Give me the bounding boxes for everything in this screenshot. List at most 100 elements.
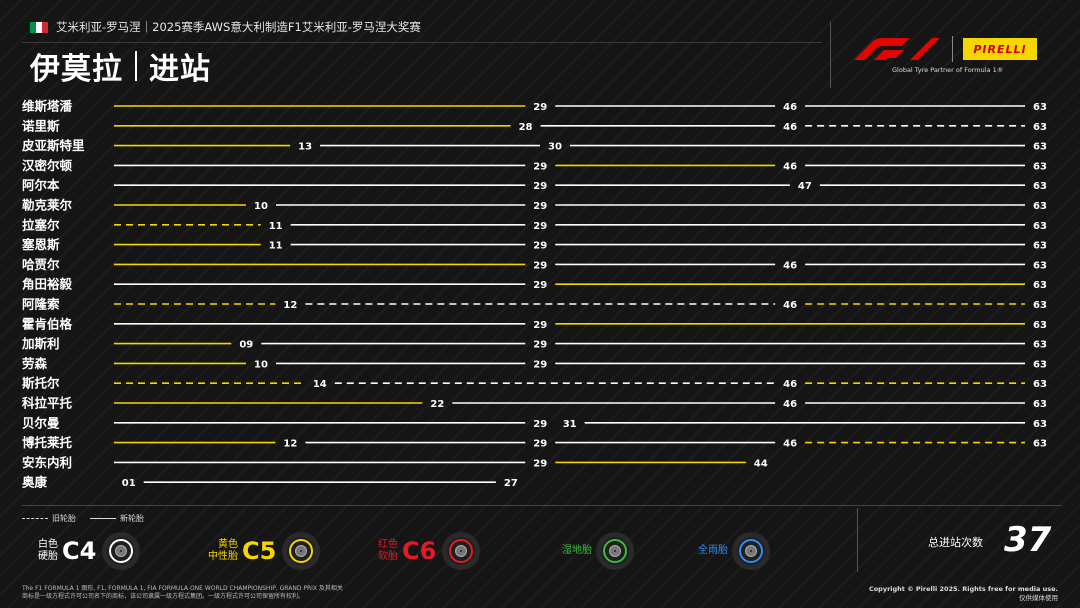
tyre-band xyxy=(603,539,627,563)
summary-divider xyxy=(857,508,858,572)
total-stops-value: 37 xyxy=(1004,520,1052,560)
footer-copyright-line1: Copyright © Pirelli 2025. Rights free fo… xyxy=(868,585,1058,593)
pit-lap-label: 29 xyxy=(533,359,547,370)
compound-code: C6 xyxy=(402,537,437,565)
driver-name: 皮亚斯特里 xyxy=(21,138,85,153)
yellow-tyre-icon xyxy=(282,532,321,570)
f1-logo-icon xyxy=(854,38,940,60)
pit-lap-label: 28 xyxy=(519,122,533,133)
pit-lap-label: 10 xyxy=(254,359,268,370)
driver-name: 博托莱托 xyxy=(22,435,73,450)
new-tyre-line-sample xyxy=(90,518,116,519)
pit-lap-label: 46 xyxy=(783,161,797,172)
pit-lap-label: 63 xyxy=(1033,439,1047,450)
pit-lap-label: 29 xyxy=(533,439,547,450)
pit-lap-label: 63 xyxy=(1033,122,1047,133)
pit-lap-label: 29 xyxy=(533,280,547,291)
pit-lap-label: 63 xyxy=(1033,260,1047,271)
driver-name: 勒克莱尔 xyxy=(22,198,73,213)
pit-lap-label: 47 xyxy=(798,181,812,192)
driver-name: 角田裕毅 xyxy=(22,277,73,292)
flag-stripe-red xyxy=(42,21,48,33)
pit-lap-label: 63 xyxy=(1033,161,1047,172)
legend-divider xyxy=(22,505,1062,506)
driver-name: 斯托尔 xyxy=(22,376,60,391)
driver-name: 贝尔曼 xyxy=(22,415,60,430)
footer-copyright: Copyright © Pirelli 2025. Rights free fo… xyxy=(869,585,1058,603)
pit-lap-label: 31 xyxy=(563,419,577,430)
compound-name: 黄色中性胎 xyxy=(208,539,238,563)
driver-name: 诺里斯 xyxy=(22,118,60,133)
flag-stripe-white xyxy=(36,21,42,33)
pit-lap-label: 29 xyxy=(533,260,547,271)
title-location: 伊莫拉 xyxy=(30,52,123,87)
pit-lap-label: 12 xyxy=(283,439,297,450)
compound-color-name: 红色 xyxy=(378,539,398,550)
footer-trademark-line1: The F1 FORMULA 1 图形, F1, FORMULA 1, FIA … xyxy=(22,585,343,592)
driver-name: 汉密尔顿 xyxy=(22,158,73,173)
pit-lap-label: 46 xyxy=(783,122,797,133)
compound-name: 红色软胎 xyxy=(378,539,398,563)
pit-lap-label: 11 xyxy=(269,241,283,252)
driver-name: 安东内利 xyxy=(22,455,72,470)
pit-lap-label: 63 xyxy=(1033,102,1047,113)
tyre-hub xyxy=(300,550,303,552)
compound-type-name: 中性胎 xyxy=(208,551,238,562)
pit-lap-label: 29 xyxy=(533,181,547,192)
pit-lap-label: 12 xyxy=(283,300,297,311)
header-divider xyxy=(22,42,822,43)
tyre-band xyxy=(289,539,314,563)
compound-code: C4 xyxy=(62,537,97,565)
pit-lap-label: 29 xyxy=(533,161,547,172)
pit-lap-label: 63 xyxy=(1033,221,1047,232)
pit-lap-label: 27 xyxy=(504,478,518,489)
pit-lap-label: 46 xyxy=(783,102,797,113)
tyre-hub xyxy=(120,550,123,552)
pit-lap-label: 63 xyxy=(1033,241,1047,252)
pit-lap-label: 46 xyxy=(783,399,797,410)
pit-lap-label: 30 xyxy=(548,142,562,153)
driver-name: 阿尔本 xyxy=(22,178,60,193)
compound-type-name: 硬胎 xyxy=(38,551,58,562)
used-tyre-label: 旧轮胎 xyxy=(52,514,76,523)
driver-name: 拉塞尔 xyxy=(22,217,60,232)
compound-color-name: 黄色 xyxy=(218,539,238,550)
compound-name: 白色硬胎 xyxy=(38,539,58,563)
tyre-band xyxy=(109,539,134,563)
compound-color-name: 白色 xyxy=(38,539,58,550)
tyre-hub xyxy=(614,550,616,552)
compound-item: 湿地胎 xyxy=(562,532,634,570)
pit-lap-label: 63 xyxy=(1033,181,1047,192)
pit-lap-label: 63 xyxy=(1033,280,1047,291)
pit-lap-label: 63 xyxy=(1033,359,1047,370)
pit-lap-label: 46 xyxy=(783,379,797,390)
compound-code: C5 xyxy=(242,537,277,565)
pit-lap-label: 44 xyxy=(754,458,768,469)
partner-caption: Global Tyre Partner of Formula 1® xyxy=(892,66,1004,74)
pit-lap-label: 63 xyxy=(1033,340,1047,351)
total-stops-label: 总进站次数 xyxy=(928,536,983,549)
pit-lap-label: 63 xyxy=(1033,300,1047,311)
title-topic: 进站 xyxy=(149,52,211,87)
header-vertical-divider xyxy=(830,22,831,88)
pit-lap-label: 63 xyxy=(1033,419,1047,430)
pit-lap-label: 63 xyxy=(1033,379,1047,390)
pit-lap-label: 14 xyxy=(313,379,327,390)
pit-lap-label: 63 xyxy=(1033,320,1047,331)
italy-flag-icon xyxy=(30,21,48,33)
pit-lap-label: 29 xyxy=(533,201,547,212)
pit-lap-label: 29 xyxy=(533,221,547,232)
driver-name: 维斯塔潘 xyxy=(22,99,73,114)
compound-type-name: 全雨胎 xyxy=(698,545,728,556)
tyre-hub xyxy=(750,550,752,552)
tyre-hub xyxy=(460,550,463,552)
line-style-legend: 旧轮胎 新轮胎 xyxy=(22,513,144,524)
pit-lap-label: 29 xyxy=(533,241,547,252)
driver-name: 霍肯伯格 xyxy=(22,316,73,331)
driver-name: 加斯利 xyxy=(21,336,60,351)
header-subtitle-row: 艾米利亚-罗马涅｜2025赛季AWS意大利制造F1艾米利亚-罗马涅大奖赛 xyxy=(30,19,421,35)
driver-name: 哈贾尔 xyxy=(22,257,60,272)
